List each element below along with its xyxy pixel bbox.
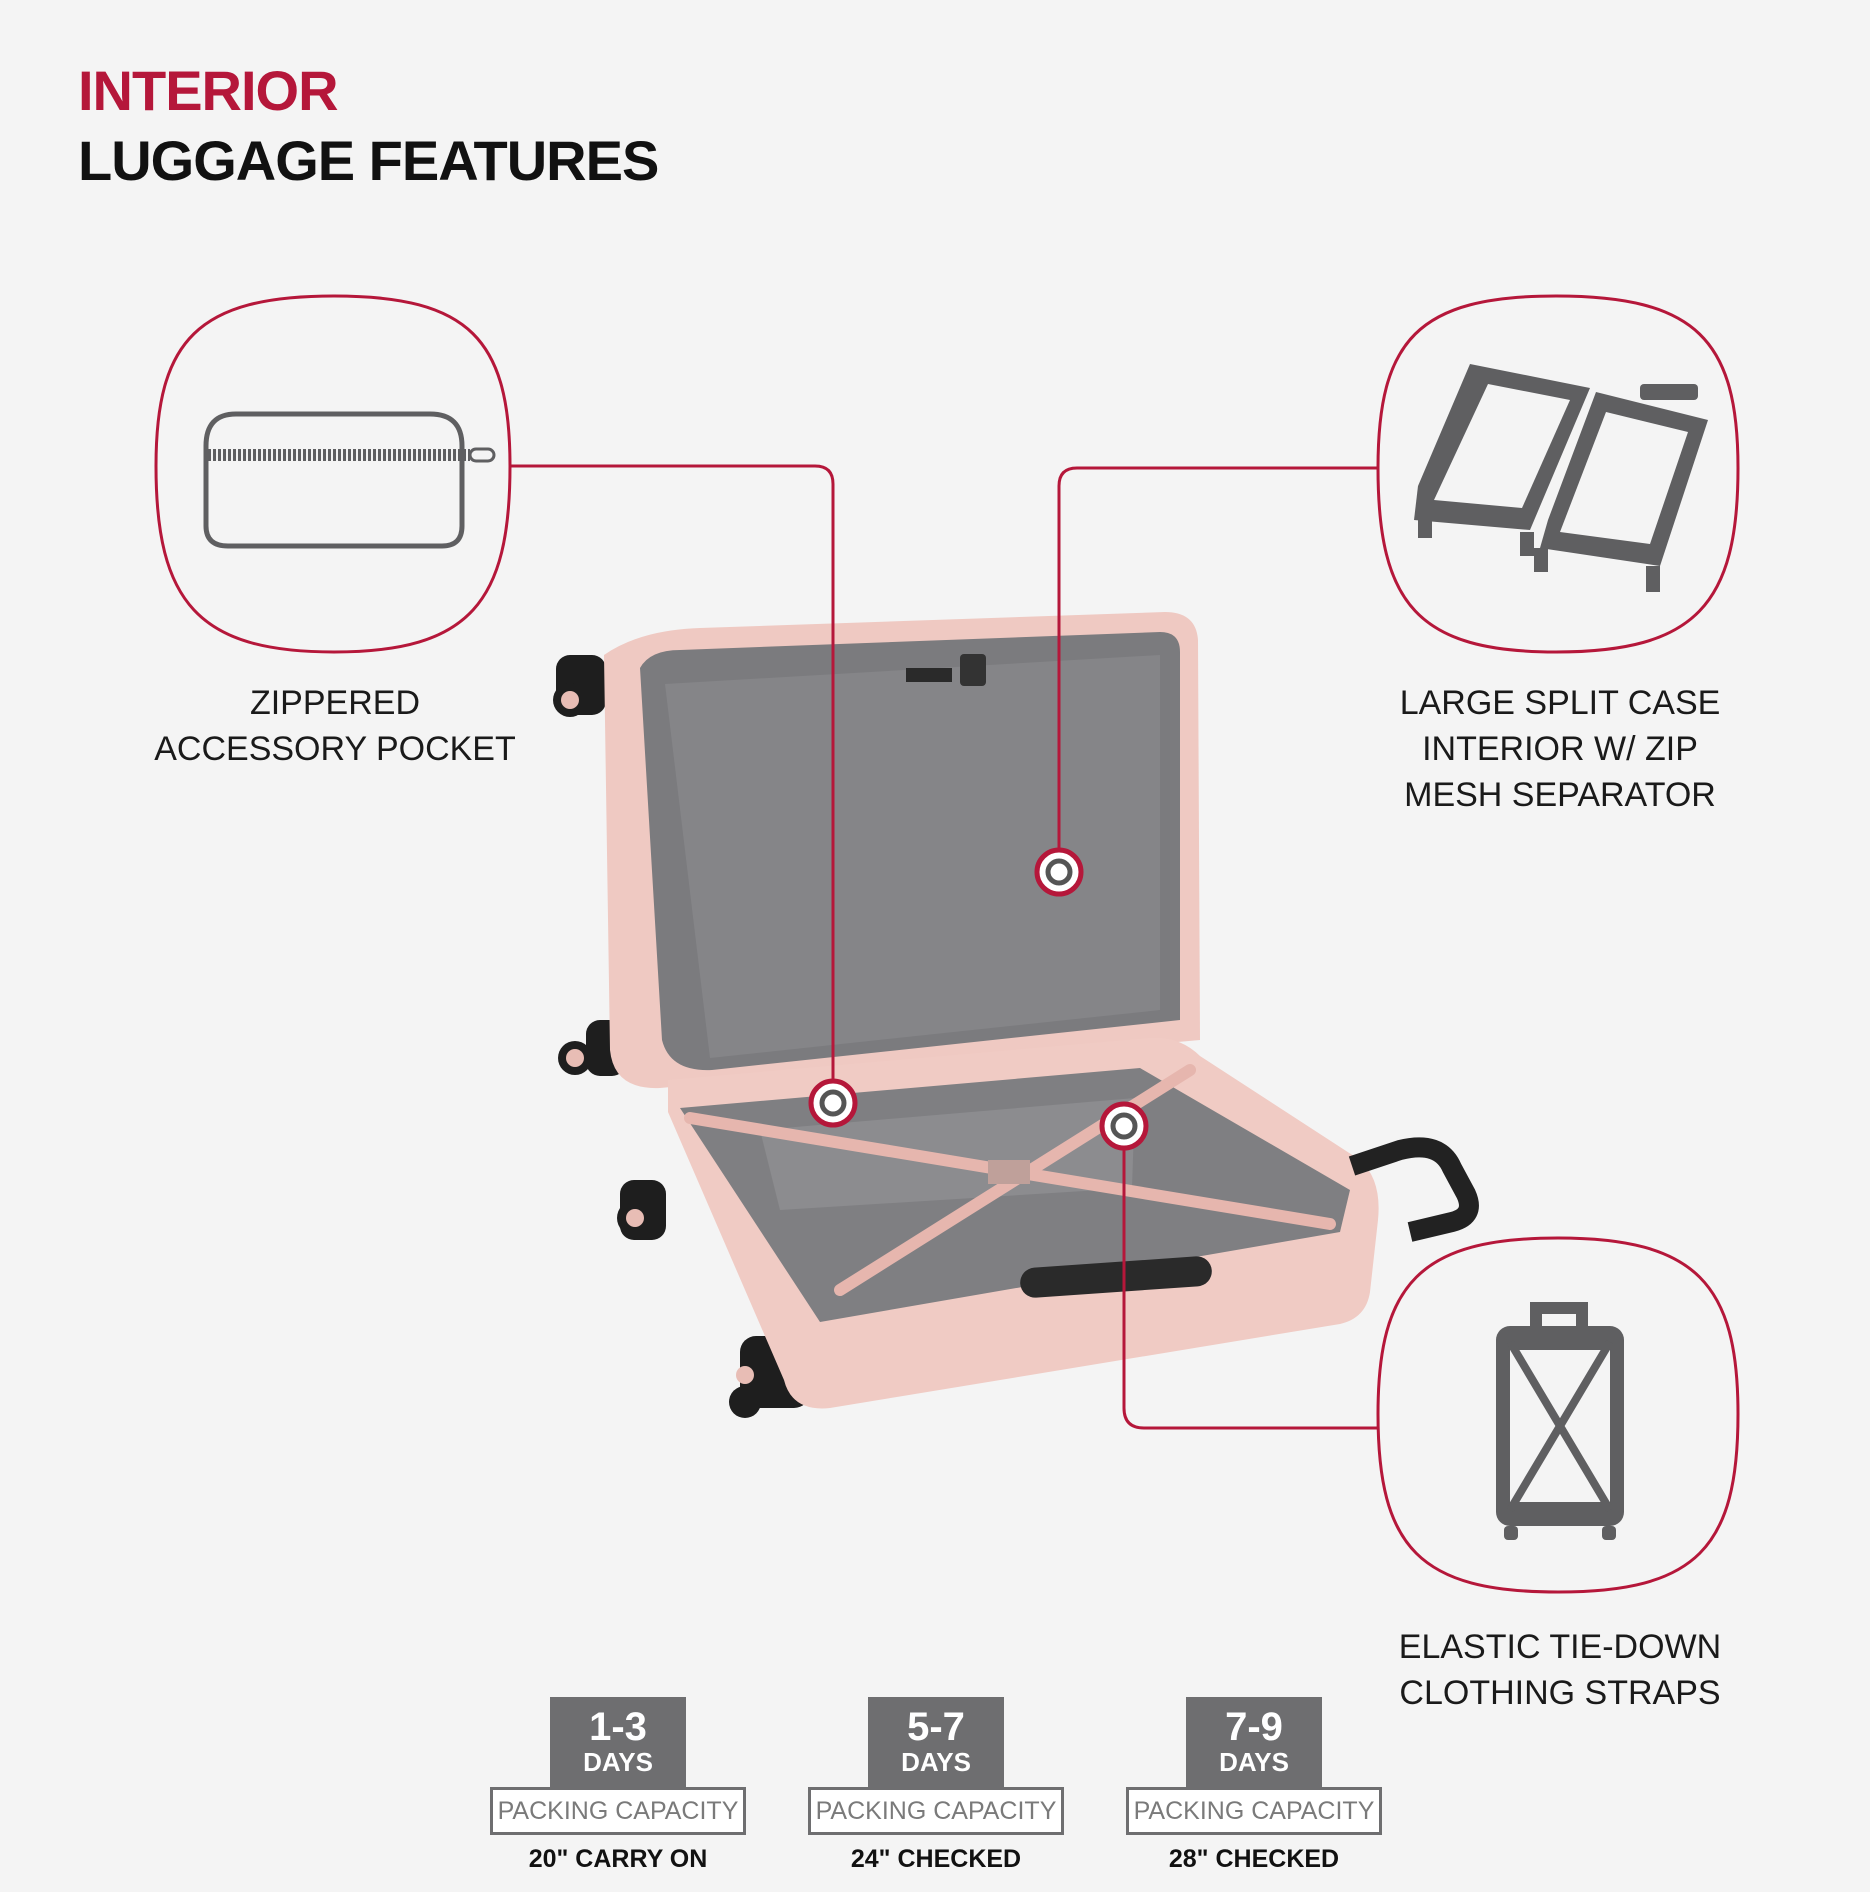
callout-marker-straps [1099, 1101, 1149, 1151]
days-box: 5-7 DAYS [868, 1697, 1004, 1787]
packing-capacity-label: PACKING CAPACITY [1126, 1787, 1382, 1835]
capacity-badge-24: 5-7 DAYS PACKING CAPACITY 24" CHECKED [808, 1697, 1064, 1874]
feature-bubble-split-case [1376, 294, 1740, 654]
callout-marker-pocket [808, 1078, 858, 1128]
packing-capacity-label: PACKING CAPACITY [490, 1787, 746, 1835]
feature-label-pocket: ZIPPERED ACCESSORY POCKET [154, 684, 516, 768]
page-title: LUGGAGE FEATURES [78, 129, 659, 192]
zipper-pouch-icon [203, 411, 496, 549]
callout-marker-split-case [1034, 847, 1084, 897]
days-box: 7-9 DAYS [1186, 1697, 1322, 1787]
feature-label-split-case: LARGE SPLIT CASE INTERIOR W/ ZIP MESH SE… [1399, 684, 1721, 814]
days-box: 1-3 DAYS [550, 1697, 686, 1787]
split-case-icon [1414, 364, 1708, 592]
title-accent: INTERIOR [78, 59, 339, 122]
feature-label-straps: ELASTIC TIE-DOWN CLOTHING STRAPS [1398, 1628, 1722, 1712]
open-suitcase-image [553, 612, 1479, 1418]
feature-bubble-straps [1376, 1236, 1740, 1594]
capacity-badge-20: 1-3 DAYS PACKING CAPACITY 20" CARRY ON [490, 1697, 746, 1874]
luggage-size: 24" CHECKED [850, 1845, 1022, 1873]
capacity-badge-28: 7-9 DAYS PACKING CAPACITY 28" CHECKED [1126, 1697, 1382, 1874]
strapped-suitcase-icon [1496, 1302, 1624, 1540]
packing-capacity-label: PACKING CAPACITY [808, 1787, 1064, 1835]
feature-bubble-pocket [154, 294, 512, 654]
luggage-size: 20" CARRY ON [528, 1845, 708, 1873]
luggage-size: 28" CHECKED [1168, 1845, 1340, 1873]
